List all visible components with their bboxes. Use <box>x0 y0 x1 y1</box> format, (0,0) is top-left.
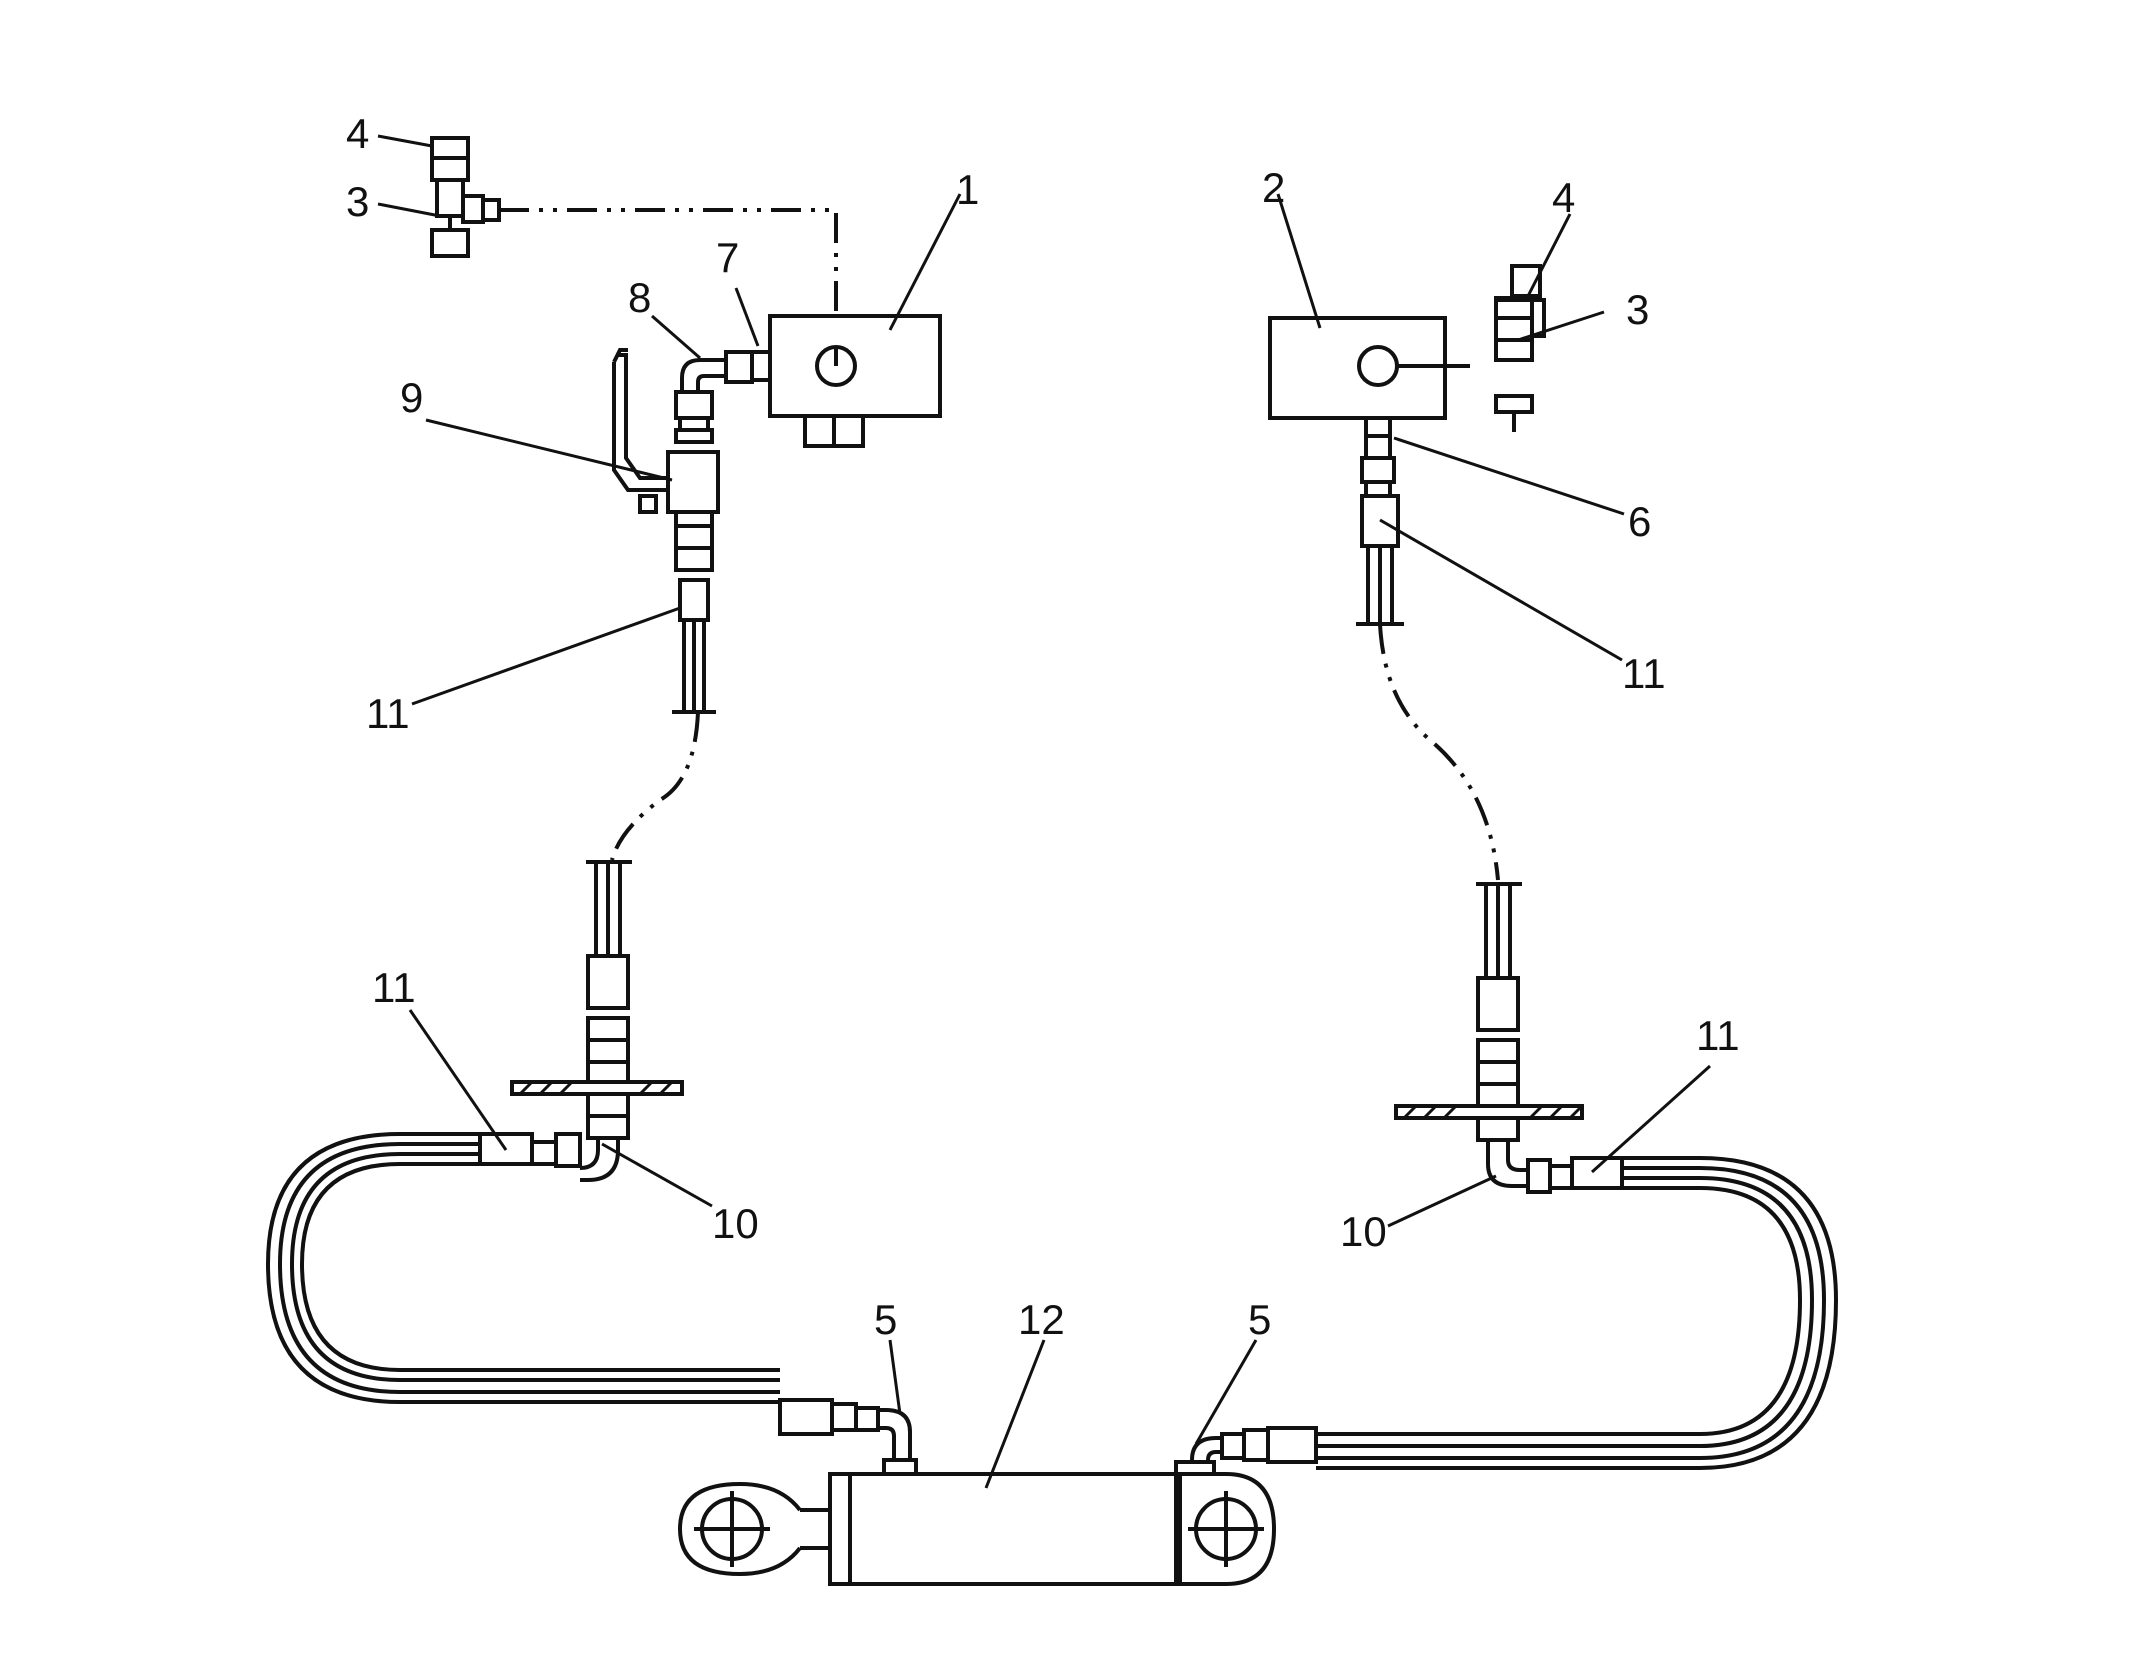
pilot-line-left <box>499 208 838 318</box>
label-3-left: 3 <box>346 178 369 225</box>
hose-upper-left <box>610 620 716 861</box>
hydraulic-cylinder-12 <box>677 1472 1277 1586</box>
bulkhead-plate-right <box>1394 1104 1584 1120</box>
label-11-upper-left: 11 <box>366 690 410 737</box>
elbow-10-left <box>478 1132 620 1182</box>
leader-lines <box>377 134 1712 1489</box>
hose-mid-left <box>586 860 632 1140</box>
valve-block-1 <box>768 314 942 448</box>
label-2: 2 <box>1262 164 1285 211</box>
label-8: 8 <box>628 274 651 321</box>
label-1: 1 <box>956 166 979 213</box>
label-10-right: 10 <box>1340 1208 1387 1255</box>
label-4-left: 4 <box>346 110 369 157</box>
hose-mid-right <box>1476 882 1522 1142</box>
hose-loop-left <box>265 1132 780 1404</box>
elbow-10-right <box>1486 1140 1624 1194</box>
connector-7 <box>724 350 772 384</box>
label-5-left: 5 <box>874 1296 897 1343</box>
cap-right-stack <box>1494 298 1534 432</box>
label-5-right: 5 <box>1248 1296 1271 1343</box>
fitting-5-left <box>778 1398 918 1476</box>
label-4-right: 4 <box>1552 174 1575 221</box>
label-6: 6 <box>1628 498 1651 545</box>
label-12: 12 <box>1018 1296 1065 1343</box>
bulkhead-plate-left <box>510 1080 684 1096</box>
label-11-lower-left: 11 <box>372 964 416 1011</box>
label-11-lower-right: 11 <box>1696 1012 1740 1059</box>
fitting-5-right <box>1174 1426 1318 1478</box>
label-9: 9 <box>400 374 423 421</box>
hose-loop-right <box>1316 1156 1839 1470</box>
label-10-left: 10 <box>712 1200 759 1247</box>
tee-fitting-left <box>430 136 501 258</box>
elbow-8 <box>680 358 726 392</box>
hose-upper-right <box>1356 546 1500 881</box>
ball-valve-9 <box>612 348 720 622</box>
label-11-upper-right: 11 <box>1622 650 1666 697</box>
label-3-right: 3 <box>1626 286 1649 333</box>
label-7: 7 <box>716 234 739 281</box>
